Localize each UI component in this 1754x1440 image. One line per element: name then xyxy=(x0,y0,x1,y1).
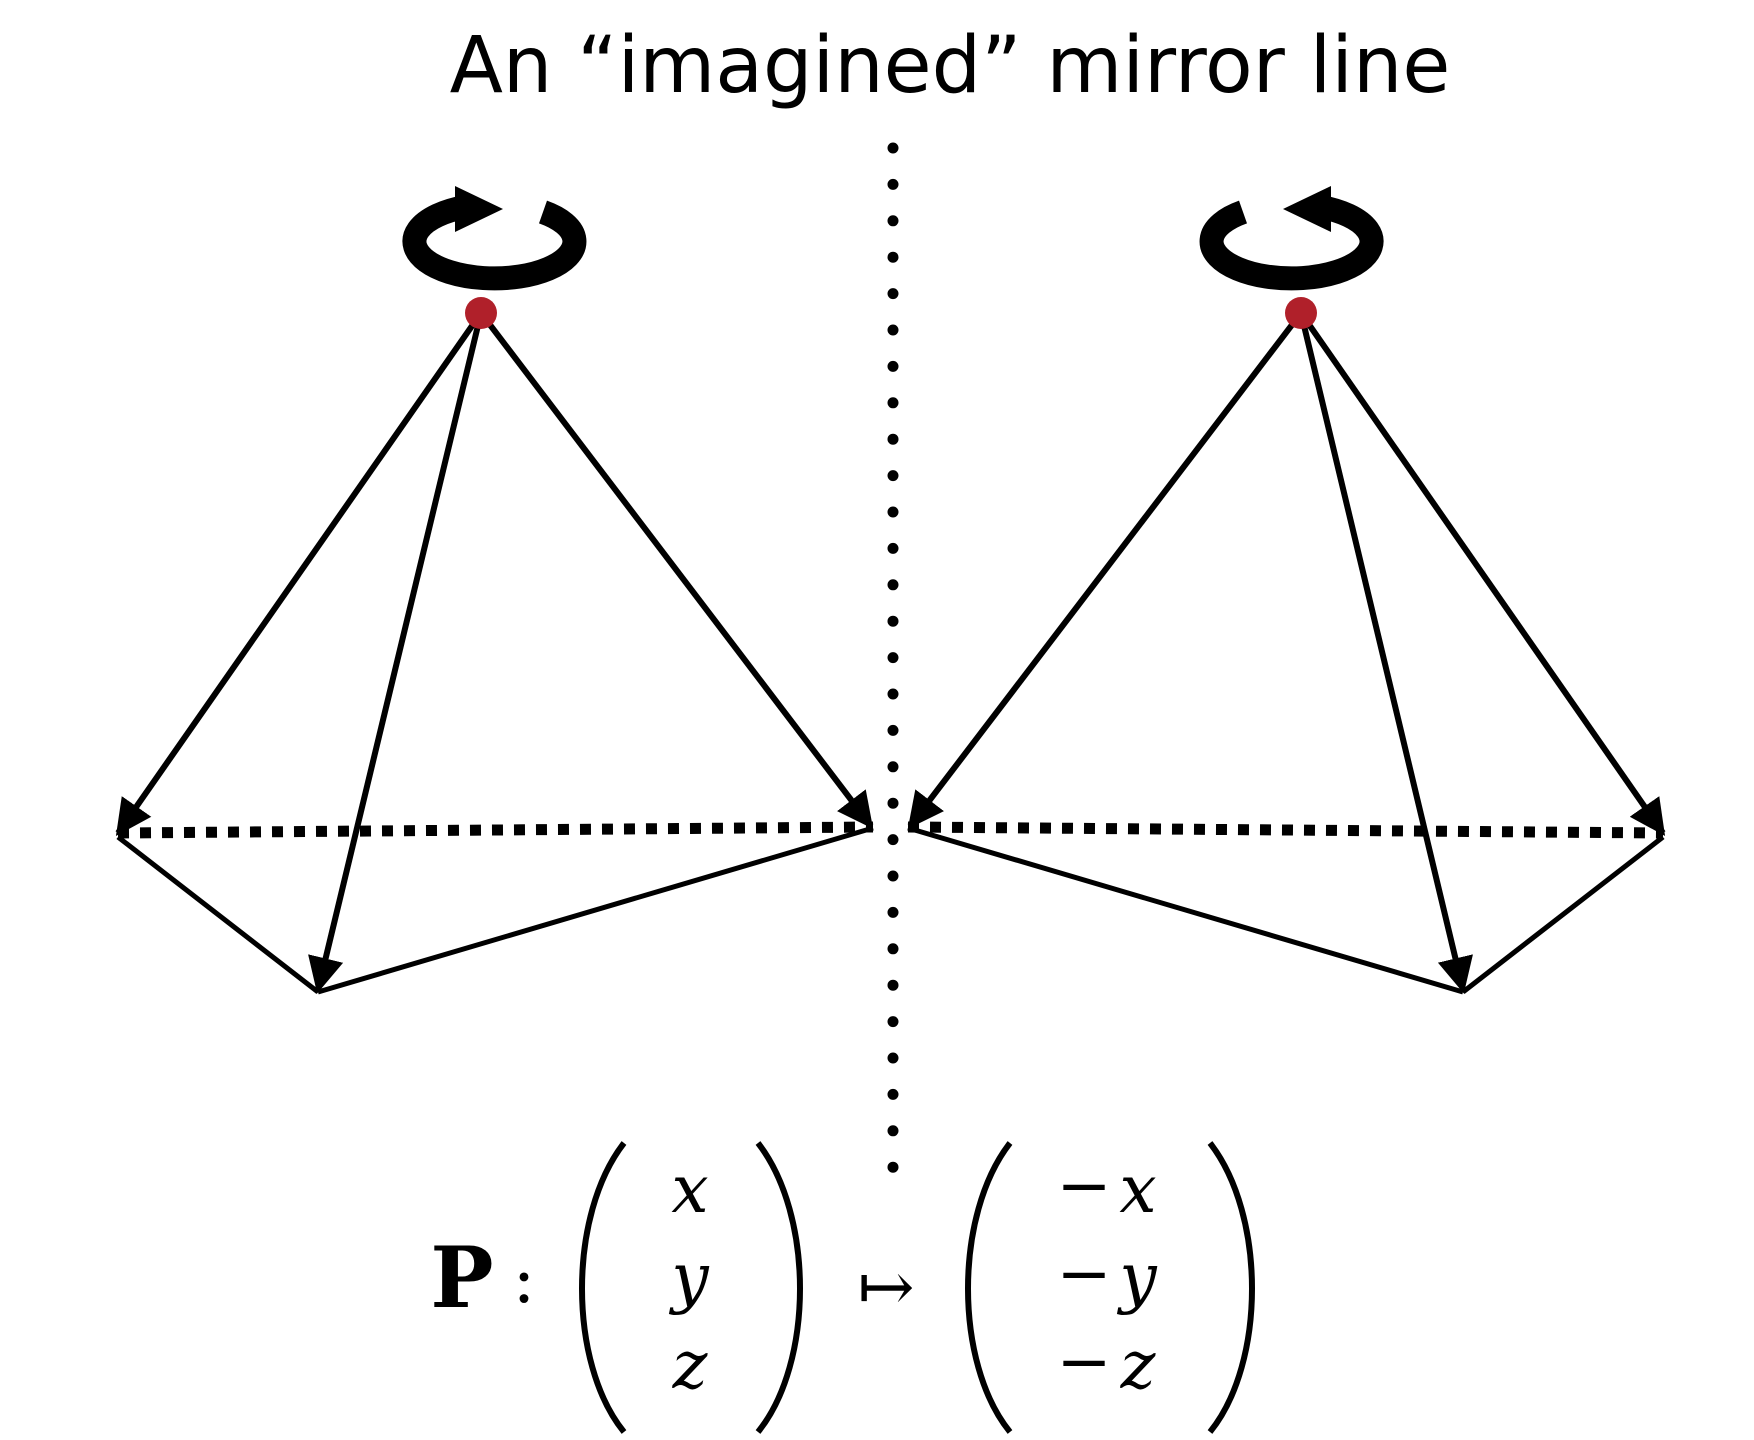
left-dotted-edge xyxy=(117,821,874,839)
counterclockwise-rotation-icon xyxy=(1199,186,1384,291)
right-tetrahedron xyxy=(907,186,1666,995)
left-front-edge-2 xyxy=(317,825,874,995)
output-z: z xyxy=(1120,1327,1157,1404)
output-y: y xyxy=(1116,1239,1157,1316)
right-arrow-to-front-vertex xyxy=(1298,312,1473,994)
input-right-paren xyxy=(755,1141,803,1434)
right-front-edge-1 xyxy=(1461,835,1665,994)
input-x: x xyxy=(671,1151,708,1228)
left-arrow-to-right-vertex xyxy=(478,311,874,829)
operator-symbol: P xyxy=(430,1228,493,1327)
parity-equation: P : x y z ↦ − x − y − z xyxy=(430,1141,1255,1434)
diagram-title: An “imagined” mirror line xyxy=(450,21,1451,111)
left-arrow-to-left-vertex xyxy=(115,311,484,836)
output-minus-y: − xyxy=(1056,1235,1111,1312)
right-arrow-to-right-vertex xyxy=(1298,311,1666,836)
output-minus-x: − xyxy=(1056,1147,1111,1224)
colon-symbol: : xyxy=(513,1240,536,1319)
left-arrow-to-front-vertex xyxy=(308,312,484,994)
clockwise-rotation-icon xyxy=(402,186,587,291)
right-dotted-edge xyxy=(907,821,1664,839)
right-front-edge-2 xyxy=(907,825,1464,995)
input-left-paren xyxy=(579,1141,627,1434)
left-tetrahedron xyxy=(115,186,874,995)
input-y: y xyxy=(668,1239,709,1316)
maps-to-arrow: ↦ xyxy=(858,1248,915,1327)
output-left-paren xyxy=(965,1141,1013,1434)
input-z: z xyxy=(672,1327,709,1404)
left-apex-point xyxy=(465,297,497,329)
right-apex-point xyxy=(1285,297,1317,329)
right-arrow-to-left-vertex xyxy=(907,311,1304,829)
output-right-paren xyxy=(1207,1141,1255,1434)
output-x: x xyxy=(1119,1151,1156,1228)
left-front-edge-1 xyxy=(116,835,320,994)
output-minus-z: − xyxy=(1056,1323,1111,1400)
